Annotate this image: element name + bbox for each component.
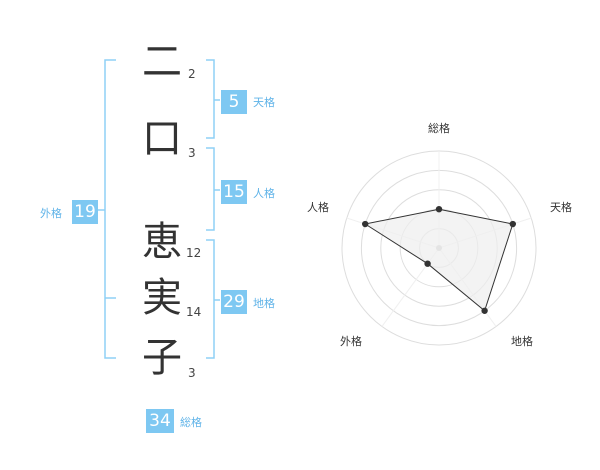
tenkaku-label: 天格 (253, 96, 275, 109)
jinkaku-badge: 15 (221, 180, 247, 204)
radar-point-3 (481, 307, 488, 314)
stroke-count-3: 12 (186, 246, 202, 260)
gaikaku-badge: 19 (72, 200, 98, 224)
radar-point-5 (361, 220, 369, 228)
radar-point-4 (424, 260, 431, 267)
name-char-2: 口 (142, 116, 182, 162)
radar-label-tenkaku: 天格 (550, 201, 572, 214)
soukaku-badge: 34 (146, 409, 174, 433)
name-char-3: 恵 (142, 219, 182, 265)
radar-point-2 (509, 220, 517, 228)
chikaku-label: 地格 (253, 297, 275, 310)
soukaku-label: 総格 (180, 416, 202, 429)
radar-label-soukaku: 総格 (428, 122, 450, 135)
radar-series-area (363, 208, 514, 312)
radar-label-jinkaku: 人格 (307, 201, 329, 214)
tenkaku-badge: 5 (221, 90, 247, 114)
radar-label-gaikaku: 外格 (340, 335, 362, 348)
stroke-count-1: 2 (188, 67, 196, 81)
name-char-4: 実 (142, 275, 182, 321)
jinkaku-label: 人格 (253, 187, 275, 200)
radar-label-chikaku: 地格 (511, 335, 533, 348)
name-char-1: 二 (142, 39, 182, 85)
chikaku-badge: 29 (221, 290, 247, 314)
radar-point-1 (435, 206, 443, 213)
radar-series (361, 206, 517, 314)
stroke-count-5: 3 (188, 366, 196, 380)
stroke-count-4: 14 (186, 305, 202, 319)
name-char-5: 子 (142, 335, 182, 381)
gaikaku-label: 外格 (40, 207, 62, 220)
stroke-count-2: 3 (188, 146, 196, 160)
